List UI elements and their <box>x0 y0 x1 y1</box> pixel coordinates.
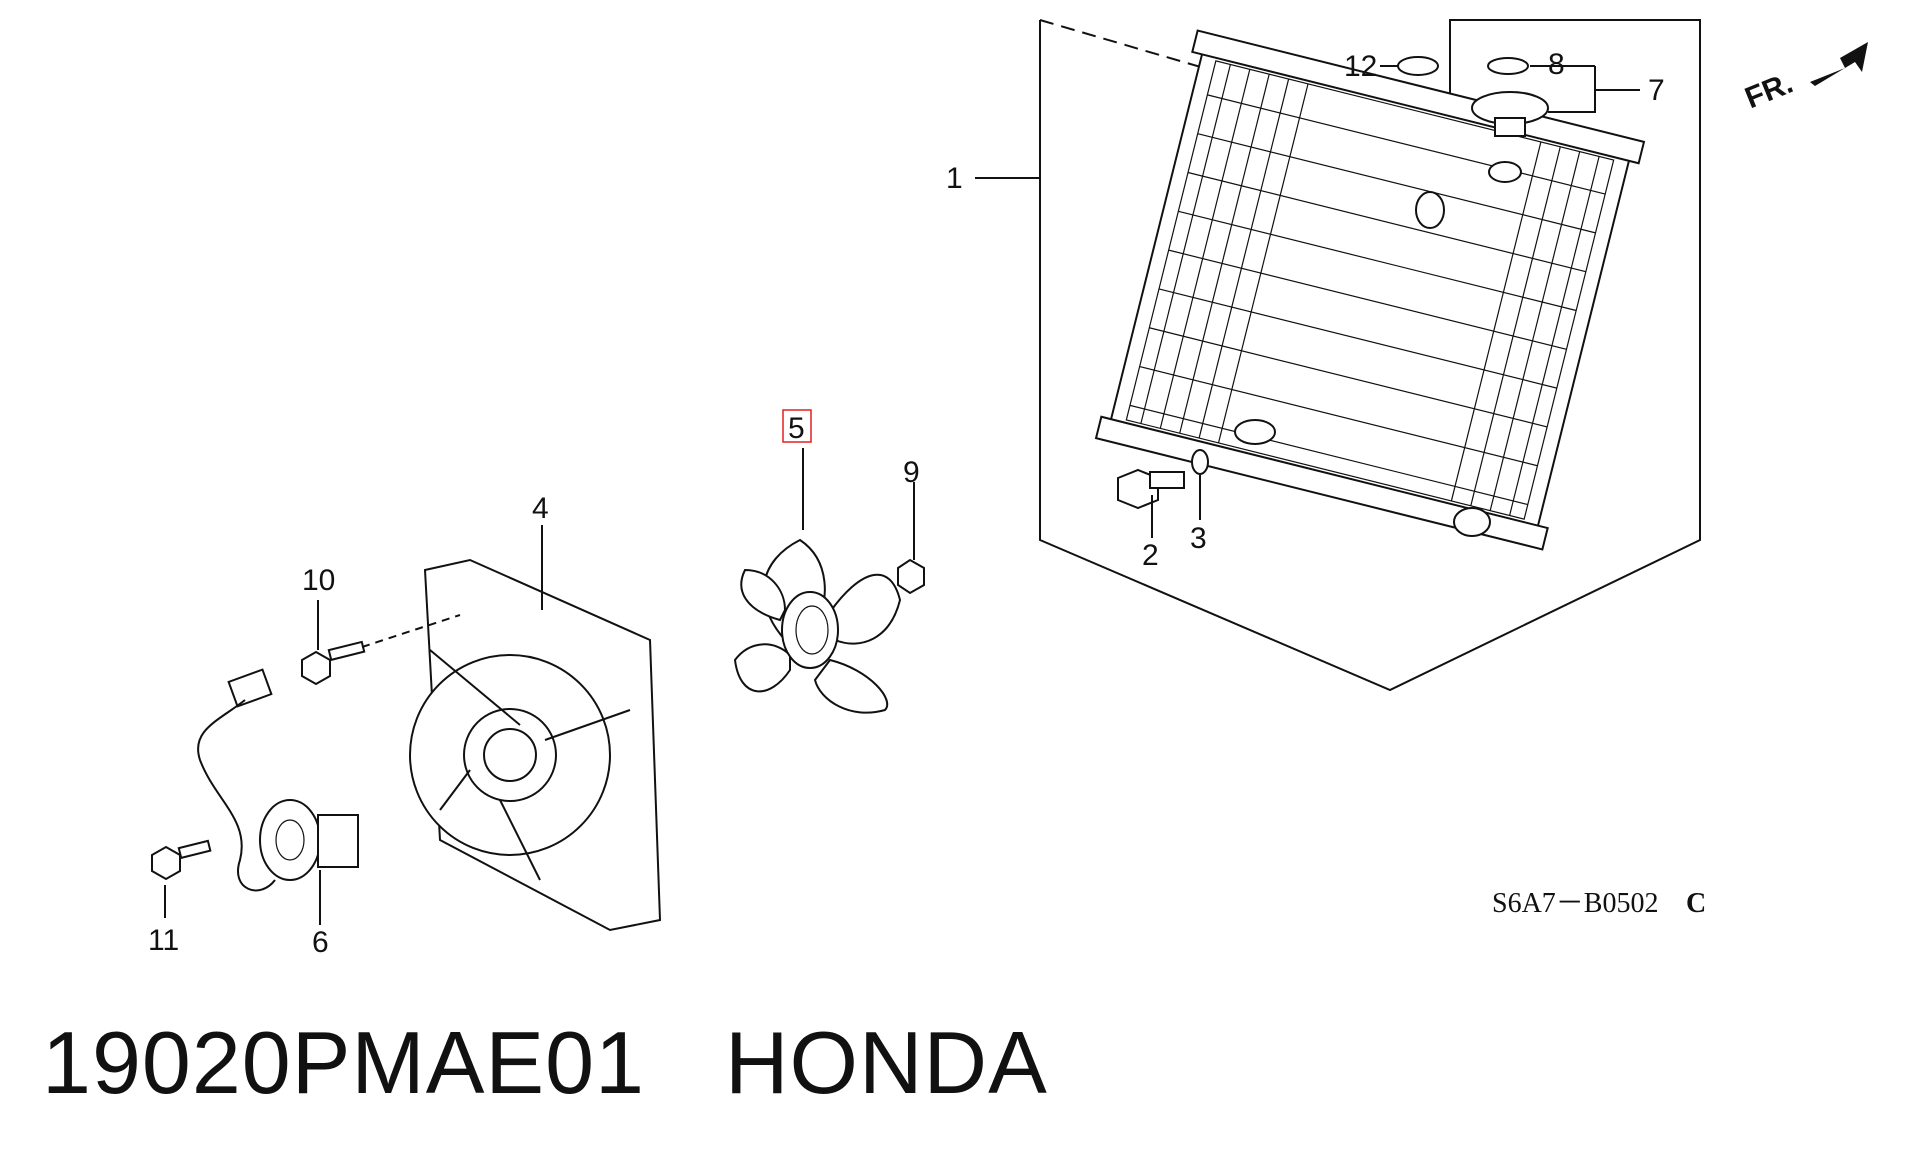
motor-bolt <box>151 839 212 881</box>
drawing-code-suffix: C <box>1686 888 1706 919</box>
o-ring <box>1397 56 1439 76</box>
drawing-code: S6A7－B0502 <box>1492 888 1658 919</box>
cap-seal <box>1487 57 1529 75</box>
callout-12: 12 <box>1344 50 1377 83</box>
callout-8: 8 <box>1548 48 1565 81</box>
callout-6: 6 <box>312 926 329 959</box>
front-direction-arrow-icon <box>1810 42 1868 86</box>
highlight-box-5 <box>782 409 812 443</box>
shroud-bolt <box>301 614 461 686</box>
motor-wire-harness <box>197 668 276 892</box>
callout-3: 3 <box>1190 522 1207 555</box>
callout-9: 9 <box>903 456 920 489</box>
part-caption: 19020PMAE01 HONDA <box>42 1012 1048 1114</box>
callout-10: 10 <box>302 564 335 597</box>
radiator-cap <box>1471 91 1549 137</box>
callout-4: 4 <box>532 492 549 525</box>
fan-shroud <box>409 558 662 932</box>
callout-2: 2 <box>1142 539 1159 572</box>
leader-lines <box>164 65 1640 925</box>
drain-plug-washer <box>1191 449 1209 475</box>
drain-plug <box>1117 468 1185 510</box>
fan-motor <box>259 799 359 881</box>
brand-name: HONDA <box>724 1013 1048 1112</box>
callout-11: 11 <box>148 924 179 957</box>
fan-nut <box>897 558 925 595</box>
part-number: 19020PMAE01 <box>42 1013 645 1112</box>
radiator <box>1094 29 1646 551</box>
callout-1: 1 <box>946 162 963 195</box>
callout-7: 7 <box>1648 74 1665 107</box>
callout-5: 5 <box>788 412 805 445</box>
front-direction-label: FR. <box>1740 67 1797 116</box>
cooling-fan <box>733 538 902 714</box>
